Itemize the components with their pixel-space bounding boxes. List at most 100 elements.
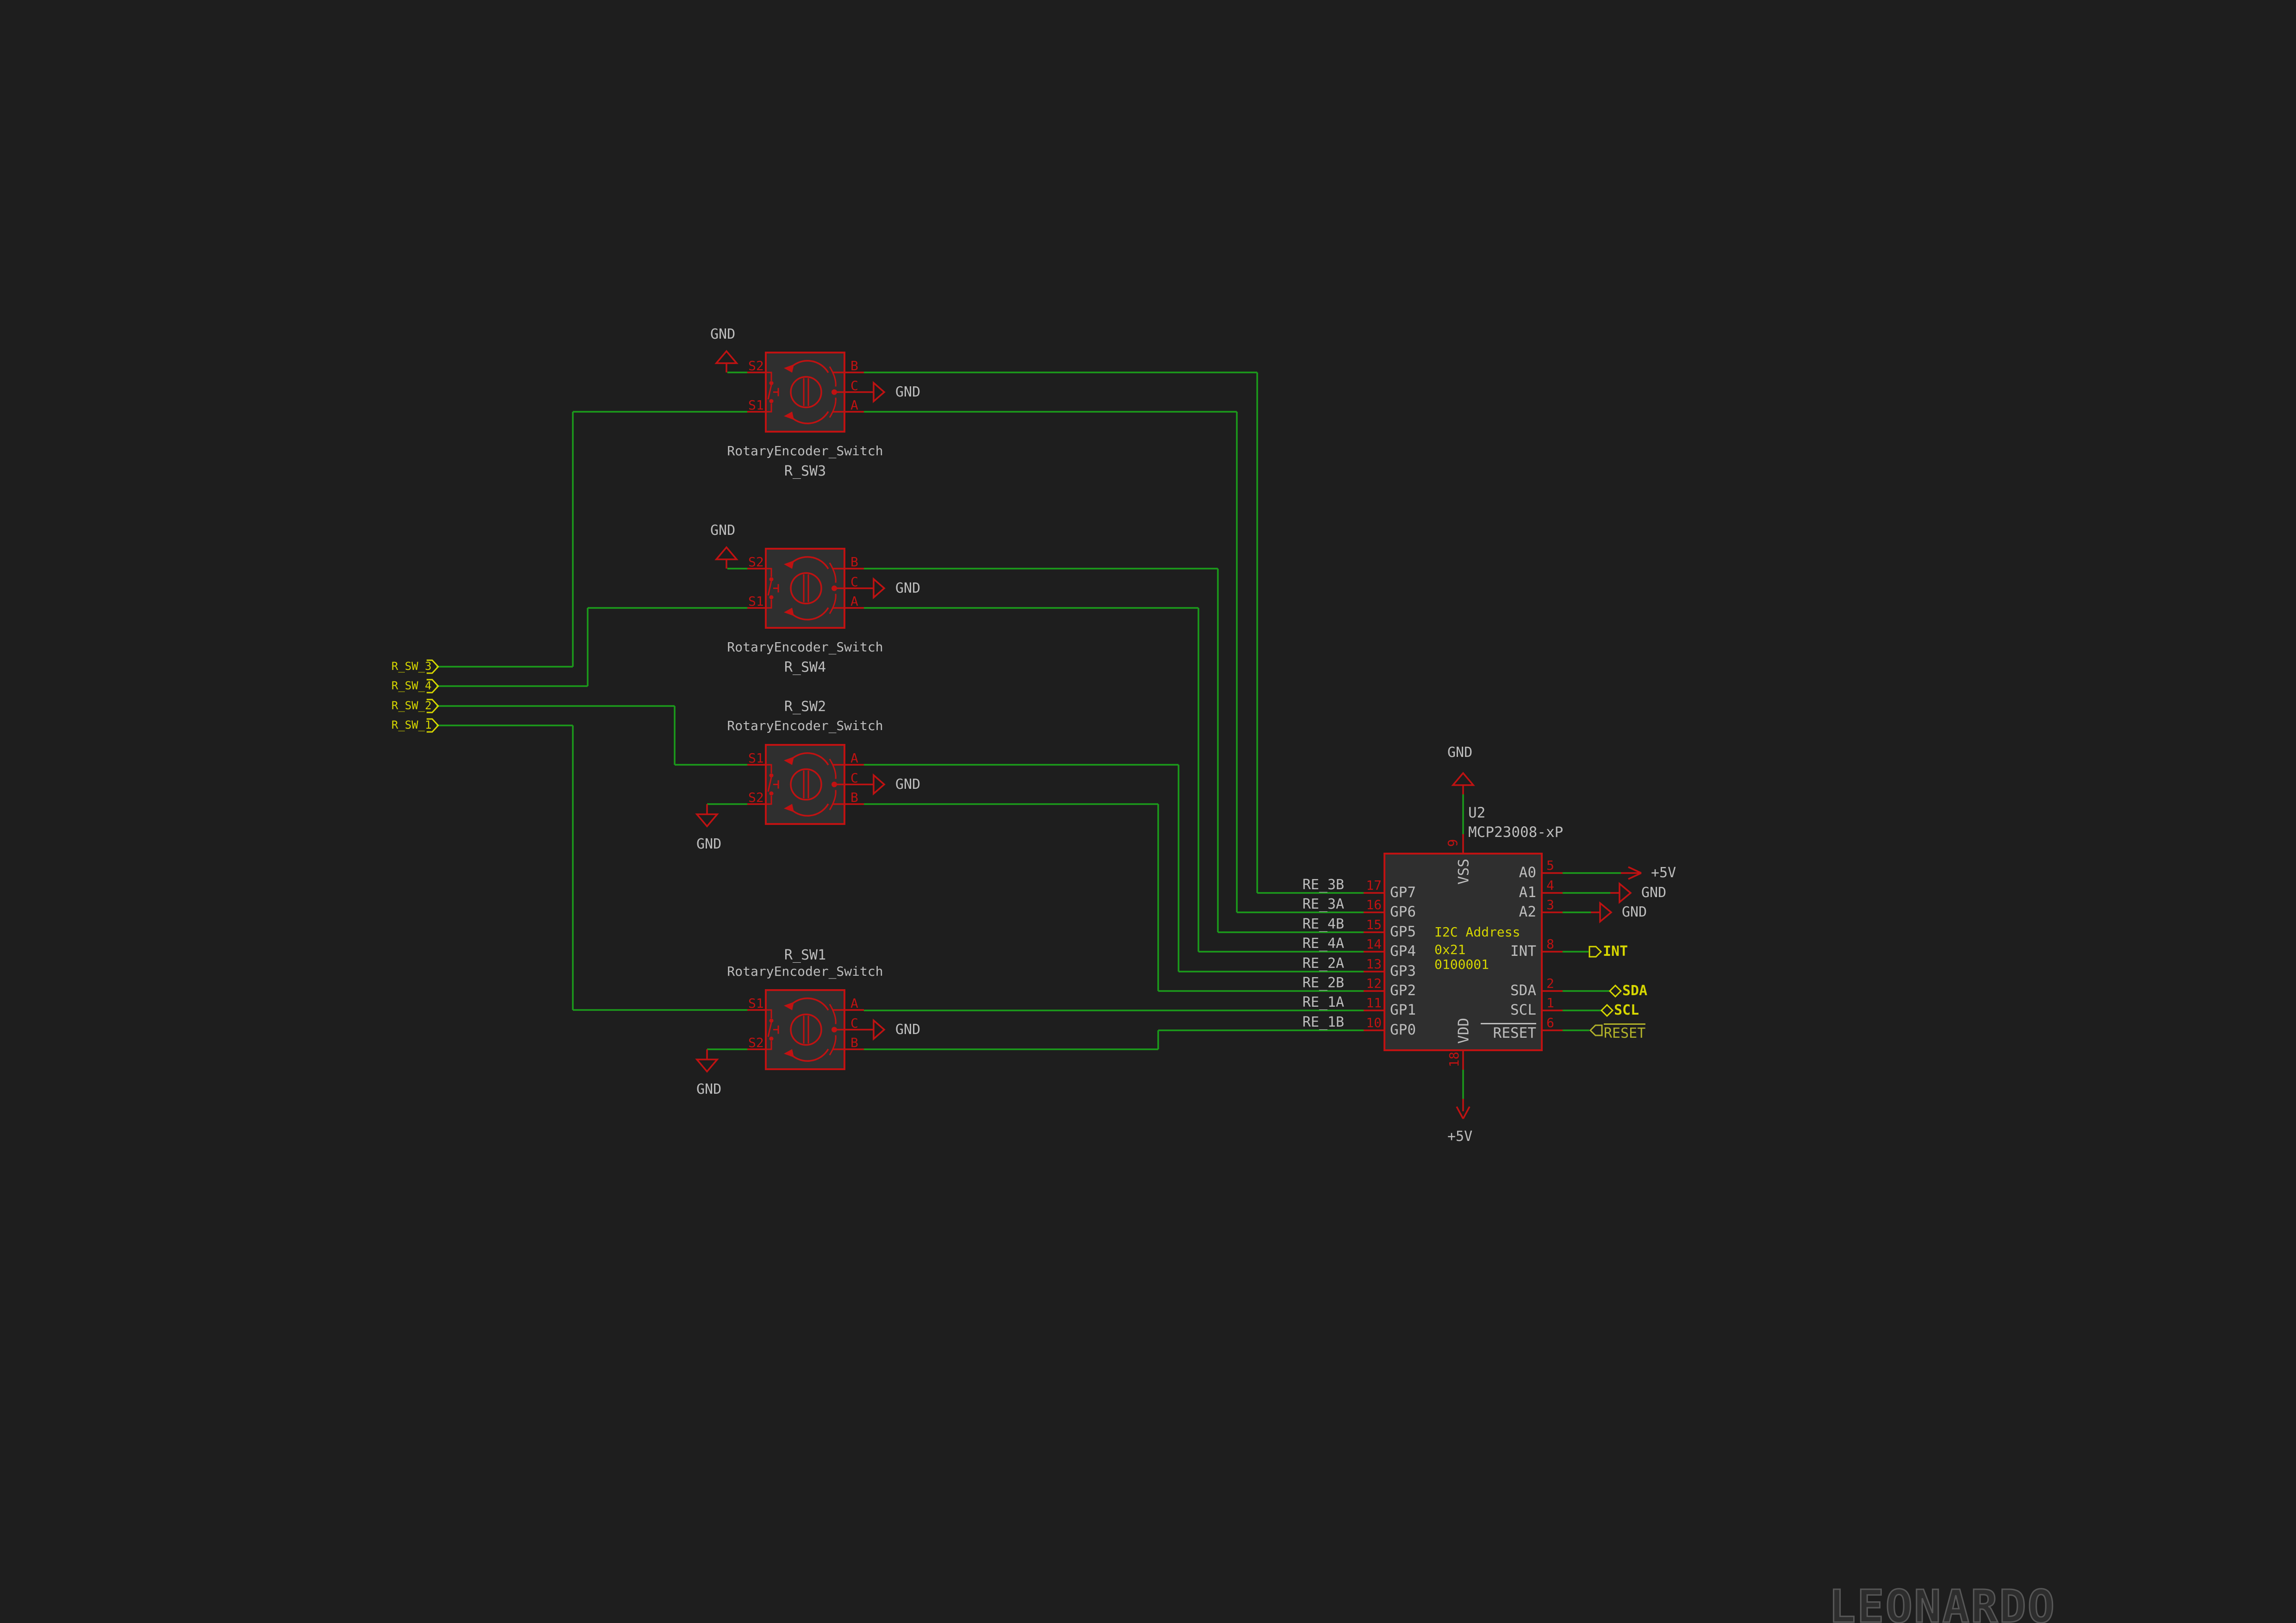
- encoder-rotor-icon: [790, 1013, 822, 1046]
- pwr-arrow-icon[interactable]: [1456, 1106, 1464, 1119]
- pin-name: A: [850, 594, 858, 609]
- ic-pin-name-gp7: GP7: [1390, 884, 1416, 901]
- junction-dot: [832, 781, 837, 787]
- global-label-r_sw_4[interactable]: R_SW_4: [391, 679, 432, 692]
- pin-number: 5: [1546, 858, 1554, 873]
- switch-lead: [766, 796, 772, 805]
- net-label-re_3a[interactable]: RE_3A: [1302, 896, 1344, 912]
- component-value[interactable]: RotaryEncoder_Switch: [727, 718, 883, 733]
- pin-name: S1: [748, 594, 764, 609]
- hier-label-int[interactable]: INT: [1603, 943, 1628, 960]
- switch-lead: [766, 1041, 772, 1050]
- net-label-re_4b[interactable]: RE_4B: [1302, 916, 1344, 932]
- hier-label-scl[interactable]: SCL: [1614, 1002, 1639, 1018]
- component-value-mcp23008[interactable]: MCP23008-xP: [1468, 824, 1564, 841]
- pin-number: 13: [1366, 956, 1382, 972]
- gnd-power-icon[interactable]: [714, 350, 738, 364]
- i2c-address-note: 0100001: [1434, 957, 1489, 972]
- switch-lever: [767, 581, 772, 596]
- i2c-address-note: I2C Address: [1434, 924, 1520, 940]
- pin-number: 3: [1546, 897, 1554, 912]
- switch-lead: [766, 764, 772, 773]
- ic-symbol-body[interactable]: [1384, 853, 1543, 1051]
- pin-name: C: [850, 1015, 858, 1031]
- ic-pin-name-gp2: GP2: [1390, 982, 1416, 999]
- gnd-power-icon[interactable]: [695, 813, 719, 828]
- global-label-outline-icon[interactable]: [427, 718, 440, 733]
- pin-number: 9: [1445, 839, 1460, 847]
- pin-name: C: [850, 770, 858, 786]
- pin-number: 18: [1446, 1052, 1462, 1067]
- ic-pin-name-a0: A0: [1519, 864, 1536, 881]
- global-label-outline-icon[interactable]: [427, 699, 440, 713]
- ic-pin-name-gp1: GP1: [1390, 1002, 1416, 1018]
- contact-arc-icon: [829, 562, 837, 583]
- gnd-power-label: GND: [1447, 744, 1473, 761]
- gnd-power-label: GND: [696, 836, 722, 852]
- component-ref-r_sw4[interactable]: R_SW4: [784, 659, 826, 675]
- global-label-outline-icon[interactable]: [427, 679, 440, 694]
- hier-label-outline-icon[interactable]: [1589, 1024, 1603, 1036]
- gnd-flag-label: GND: [1641, 885, 1667, 901]
- net-label-re_4a[interactable]: RE_4A: [1302, 935, 1344, 952]
- gnd-power-icon[interactable]: [873, 577, 886, 600]
- hier-label-outline-icon[interactable]: [1600, 1004, 1614, 1017]
- component-ref-r_sw2[interactable]: R_SW2: [784, 699, 826, 715]
- watermark-text: LEONARDO MUSSATTO: [1828, 1580, 2056, 1623]
- pin-name: A: [850, 750, 858, 766]
- gnd-power-icon[interactable]: [1599, 901, 1613, 923]
- global-label-r_sw_1[interactable]: R_SW_1: [391, 719, 432, 731]
- switch-contact-dot: [769, 399, 774, 403]
- pwr-arrow-icon[interactable]: [1628, 866, 1642, 874]
- encoder-rotor-icon: [790, 376, 822, 409]
- ic-pin-name-gp0: GP0: [1390, 1022, 1416, 1038]
- ic-pin-name-sda: SDA: [1510, 982, 1536, 999]
- component-ref-r_sw3[interactable]: R_SW3: [784, 463, 826, 479]
- pin-number: 6: [1546, 1015, 1554, 1030]
- rotation-arrowhead-icon: [784, 1002, 794, 1010]
- encoder-symbol-body[interactable]: [765, 548, 845, 629]
- pin-name: B: [850, 358, 858, 373]
- net-label-re_3b[interactable]: RE_3B: [1302, 877, 1344, 893]
- ic-pin-name-gp6: GP6: [1390, 904, 1416, 920]
- pwr-arrow-icon[interactable]: [1462, 1106, 1471, 1119]
- net-label-re_2a[interactable]: RE_2A: [1302, 955, 1344, 972]
- contact-arc-icon: [829, 594, 837, 614]
- gnd-power-icon[interactable]: [1451, 772, 1475, 786]
- switch-lever: [767, 1022, 772, 1037]
- gnd-flag-label: GND: [895, 776, 921, 793]
- gnd-power-label: GND: [696, 1081, 722, 1097]
- component-value[interactable]: RotaryEncoder_Switch: [727, 964, 883, 979]
- global-label-r_sw_3[interactable]: R_SW_3: [391, 660, 432, 673]
- switch-lead: [766, 568, 772, 577]
- gnd-power-icon[interactable]: [695, 1059, 719, 1073]
- hier-label-reset[interactable]: RESET: [1604, 1023, 1646, 1041]
- pwr-flag-label: +5V: [1651, 865, 1676, 881]
- net-label-re_2b[interactable]: RE_2B: [1302, 975, 1344, 991]
- gnd-power-icon[interactable]: [1619, 882, 1632, 904]
- gnd-power-label: GND: [710, 326, 736, 342]
- component-value[interactable]: RotaryEncoder_Switch: [727, 639, 883, 655]
- pin-number: 15: [1366, 917, 1382, 932]
- hier-label-outline-icon[interactable]: [1608, 984, 1622, 998]
- component-ref-r_sw1[interactable]: R_SW1: [784, 947, 826, 963]
- net-label-re_1a[interactable]: RE_1A: [1302, 994, 1344, 1010]
- component-ref-u2[interactable]: U2: [1468, 805, 1486, 821]
- switch-lead: [766, 600, 772, 609]
- component-value[interactable]: RotaryEncoder_Switch: [727, 443, 883, 458]
- net-label-re_1b[interactable]: RE_1B: [1302, 1014, 1344, 1030]
- gnd-power-icon[interactable]: [873, 773, 886, 796]
- rotation-arrowhead-icon: [784, 560, 794, 569]
- hier-label-outline-icon[interactable]: [1589, 946, 1602, 958]
- gnd-power-icon[interactable]: [873, 381, 886, 403]
- switch-contact-dot: [769, 773, 774, 778]
- gnd-power-icon[interactable]: [873, 1018, 886, 1041]
- ic-pin-name-gp4: GP4: [1390, 943, 1416, 960]
- pin-name: B: [850, 790, 858, 805]
- global-label-r_sw_2[interactable]: R_SW_2: [391, 699, 432, 712]
- global-label-outline-icon[interactable]: [427, 659, 440, 674]
- pwr-arrow-icon[interactable]: [1628, 872, 1642, 880]
- hier-label-sda[interactable]: SDA: [1622, 983, 1648, 999]
- gnd-power-icon[interactable]: [714, 546, 738, 560]
